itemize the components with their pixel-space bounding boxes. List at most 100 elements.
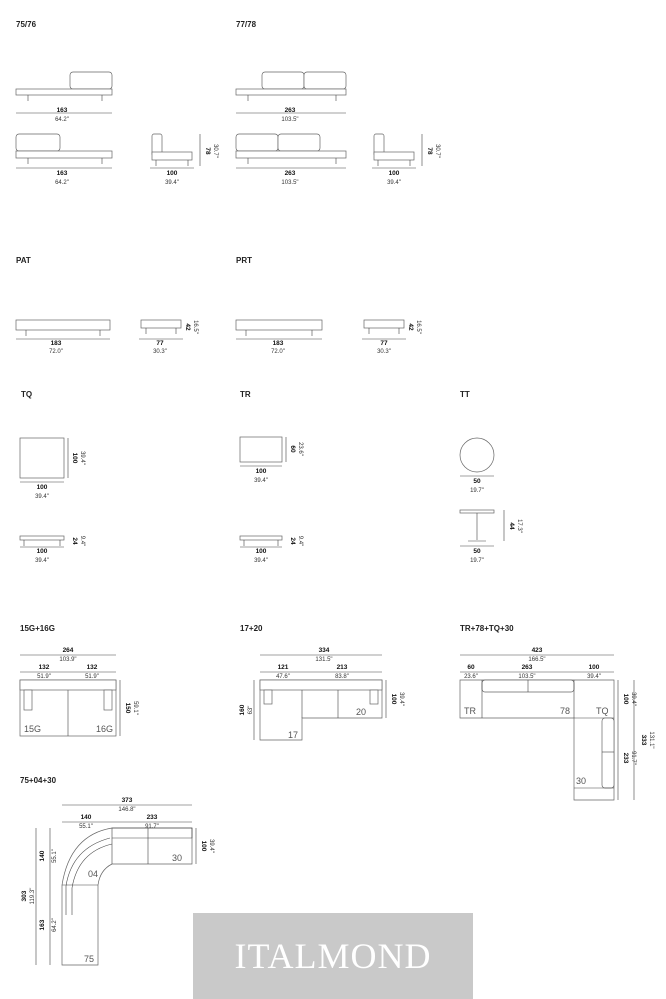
dim-20-width: 213 xyxy=(337,664,348,671)
dim-tq-height-24: 24 xyxy=(71,537,78,545)
dim-tr-78-depth: 100 xyxy=(622,694,629,705)
section-title-17-20: 17+20 xyxy=(240,624,263,633)
dim-tr-78-tq-30-total-inch: 166.5" xyxy=(528,657,545,663)
dim-inch-39-4-b: 39.4" xyxy=(387,180,401,186)
dim-tq-width-100: 100 xyxy=(37,484,48,491)
drawing-77-78-front-2 xyxy=(235,133,347,169)
dim-depth-100: 100 xyxy=(167,170,178,177)
dim-tq-depth-100: 100 xyxy=(71,453,78,464)
dim-78-width: 263 xyxy=(522,664,533,671)
dim-depth-100-b: 100 xyxy=(389,170,400,177)
dim-04-depth-inch: 55.1" xyxy=(52,849,58,863)
italmond-logo: ITALMOND xyxy=(193,913,473,999)
dim-width-183-b: 183 xyxy=(273,340,284,347)
dim-tr-width-60: 60 xyxy=(467,664,475,671)
dim-15g-width-inch: 51.9" xyxy=(37,674,51,680)
drawing-75-76-side xyxy=(150,133,201,169)
dim-inch-103-5-b: 103.5" xyxy=(281,180,298,186)
dim-30-width-inch: 91.7" xyxy=(145,824,159,830)
dim-height-42-b: 42 xyxy=(407,323,414,331)
dim-tr-width-inch: 23.6" xyxy=(464,674,478,680)
drawing-tq-top xyxy=(19,437,65,479)
drawing-pat-front xyxy=(15,319,111,340)
dim-tq-width-100-c: 100 xyxy=(589,664,600,671)
dim-inch-39-4: 39.4" xyxy=(165,180,179,186)
dim-17-width-inch: 47.6" xyxy=(276,674,290,680)
section-title-77-78: 77/78 xyxy=(236,20,257,29)
drawing-tr-top xyxy=(239,436,283,463)
drawing-prt-side xyxy=(362,319,406,340)
dim-tr-side-inch: 39.4" xyxy=(254,558,268,564)
dim-tr-height-24: 24 xyxy=(289,537,296,545)
dim-height-78: 78 xyxy=(204,147,211,155)
dim-tr-inch-39-4: 39.4" xyxy=(254,478,268,484)
drawing-tq-side xyxy=(19,535,65,548)
dim-tq-inch-39-4-b: 39.4" xyxy=(79,451,85,465)
module-label-30: 30 xyxy=(576,776,586,786)
module-label-16g: 16G xyxy=(96,724,113,734)
section-title-tq: TQ xyxy=(21,390,33,399)
dim-inch-30-7: 30.7" xyxy=(212,144,218,158)
section-title-tr-78-tq-30: TR+78+TQ+30 xyxy=(460,624,514,633)
dim-inch-30-7-b: 30.7" xyxy=(434,144,440,158)
dim-tq-inch-9-4: 9.4" xyxy=(79,536,85,546)
module-label-04: 04 xyxy=(88,869,98,879)
dim-tq-width-inch-c: 39.4" xyxy=(587,674,601,680)
dim-height-78-b: 78 xyxy=(426,147,433,155)
dim-depth-77-b: 77 xyxy=(380,340,388,347)
section-title-75-76: 75/76 xyxy=(16,20,37,29)
module-label-78: 78 xyxy=(560,706,570,716)
dim-75-length-163: 163 xyxy=(39,919,46,930)
dim-tq-inch-39-4: 39.4" xyxy=(35,494,49,500)
dim-17-20-depth: 100 xyxy=(390,694,397,705)
dim-17-depth-inch: 63" xyxy=(248,706,254,715)
dim-tt-height-44: 44 xyxy=(508,522,515,530)
dim-04-width-inch: 55.1" xyxy=(79,824,93,830)
dim-04-depth-140: 140 xyxy=(39,850,46,861)
dim-depth-77: 77 xyxy=(156,340,164,347)
dim-17-20-total-inch: 131.5" xyxy=(315,657,332,663)
dim-30-width-233: 233 xyxy=(147,814,158,821)
module-label-tq: TQ xyxy=(596,706,609,716)
dim-total-depth-303: 303 xyxy=(21,890,28,901)
dim-tr-inch-23-6: 23.6" xyxy=(297,442,303,456)
drawing-tt-top xyxy=(459,437,495,473)
dim-tr-depth-60: 60 xyxy=(289,445,296,453)
dim-15g-width: 132 xyxy=(39,664,50,671)
dim-17-20-total: 334 xyxy=(319,647,330,654)
drawing-tr-78-tq-30 xyxy=(459,654,635,801)
dim-17-width: 121 xyxy=(278,664,289,671)
drawing-75-04-30 xyxy=(35,804,197,966)
drawing-tt-side xyxy=(459,509,505,547)
dim-tq-side-100: 100 xyxy=(37,548,48,555)
dim-30-depth: 100 xyxy=(200,841,207,852)
dim-total-depth-inch: 131.1" xyxy=(648,731,654,748)
section-title-15g-16g: 15G+16G xyxy=(20,624,55,633)
dim-16g-width-inch: 51.9" xyxy=(85,674,99,680)
dim-inch-103-5: 103.5" xyxy=(281,117,298,123)
dim-inch-72-0: 72.0" xyxy=(49,349,63,355)
section-title-75-04-30: 75+04+30 xyxy=(20,776,57,785)
dim-75-04-30-total-inch: 146.8" xyxy=(118,807,135,813)
dim-inch-64-2: 64.2" xyxy=(55,117,69,123)
dim-tr-width-100: 100 xyxy=(256,468,267,475)
dim-inch-72-0-b: 72.0" xyxy=(271,349,285,355)
dim-tt-inch-19-7: 19.7" xyxy=(470,488,484,494)
drawing-77-78-front xyxy=(235,71,347,114)
module-label-75: 75 xyxy=(84,954,94,964)
dim-04-width: 140 xyxy=(81,814,92,821)
dim-height-42: 42 xyxy=(184,323,191,331)
section-title-tt: TT xyxy=(460,390,470,399)
dim-tr-78-depth-inch: 39.4" xyxy=(630,692,636,706)
dim-width-263-b: 263 xyxy=(285,170,296,177)
dim-30-length-inch: 91.7" xyxy=(630,751,636,765)
dim-15g-16g-total: 264 xyxy=(63,647,74,654)
dim-inch-16-5-b: 16.5" xyxy=(415,320,421,334)
drawing-pat-side xyxy=(139,319,183,340)
drawing-prt-front xyxy=(235,319,323,340)
dim-tt-side-50: 50 xyxy=(473,548,481,555)
dim-tt-side-inch: 19.7" xyxy=(470,558,484,564)
dim-15g-16g-depth-inch: 59.1" xyxy=(132,701,138,715)
dim-inch-16-5: 16.5" xyxy=(192,320,198,334)
